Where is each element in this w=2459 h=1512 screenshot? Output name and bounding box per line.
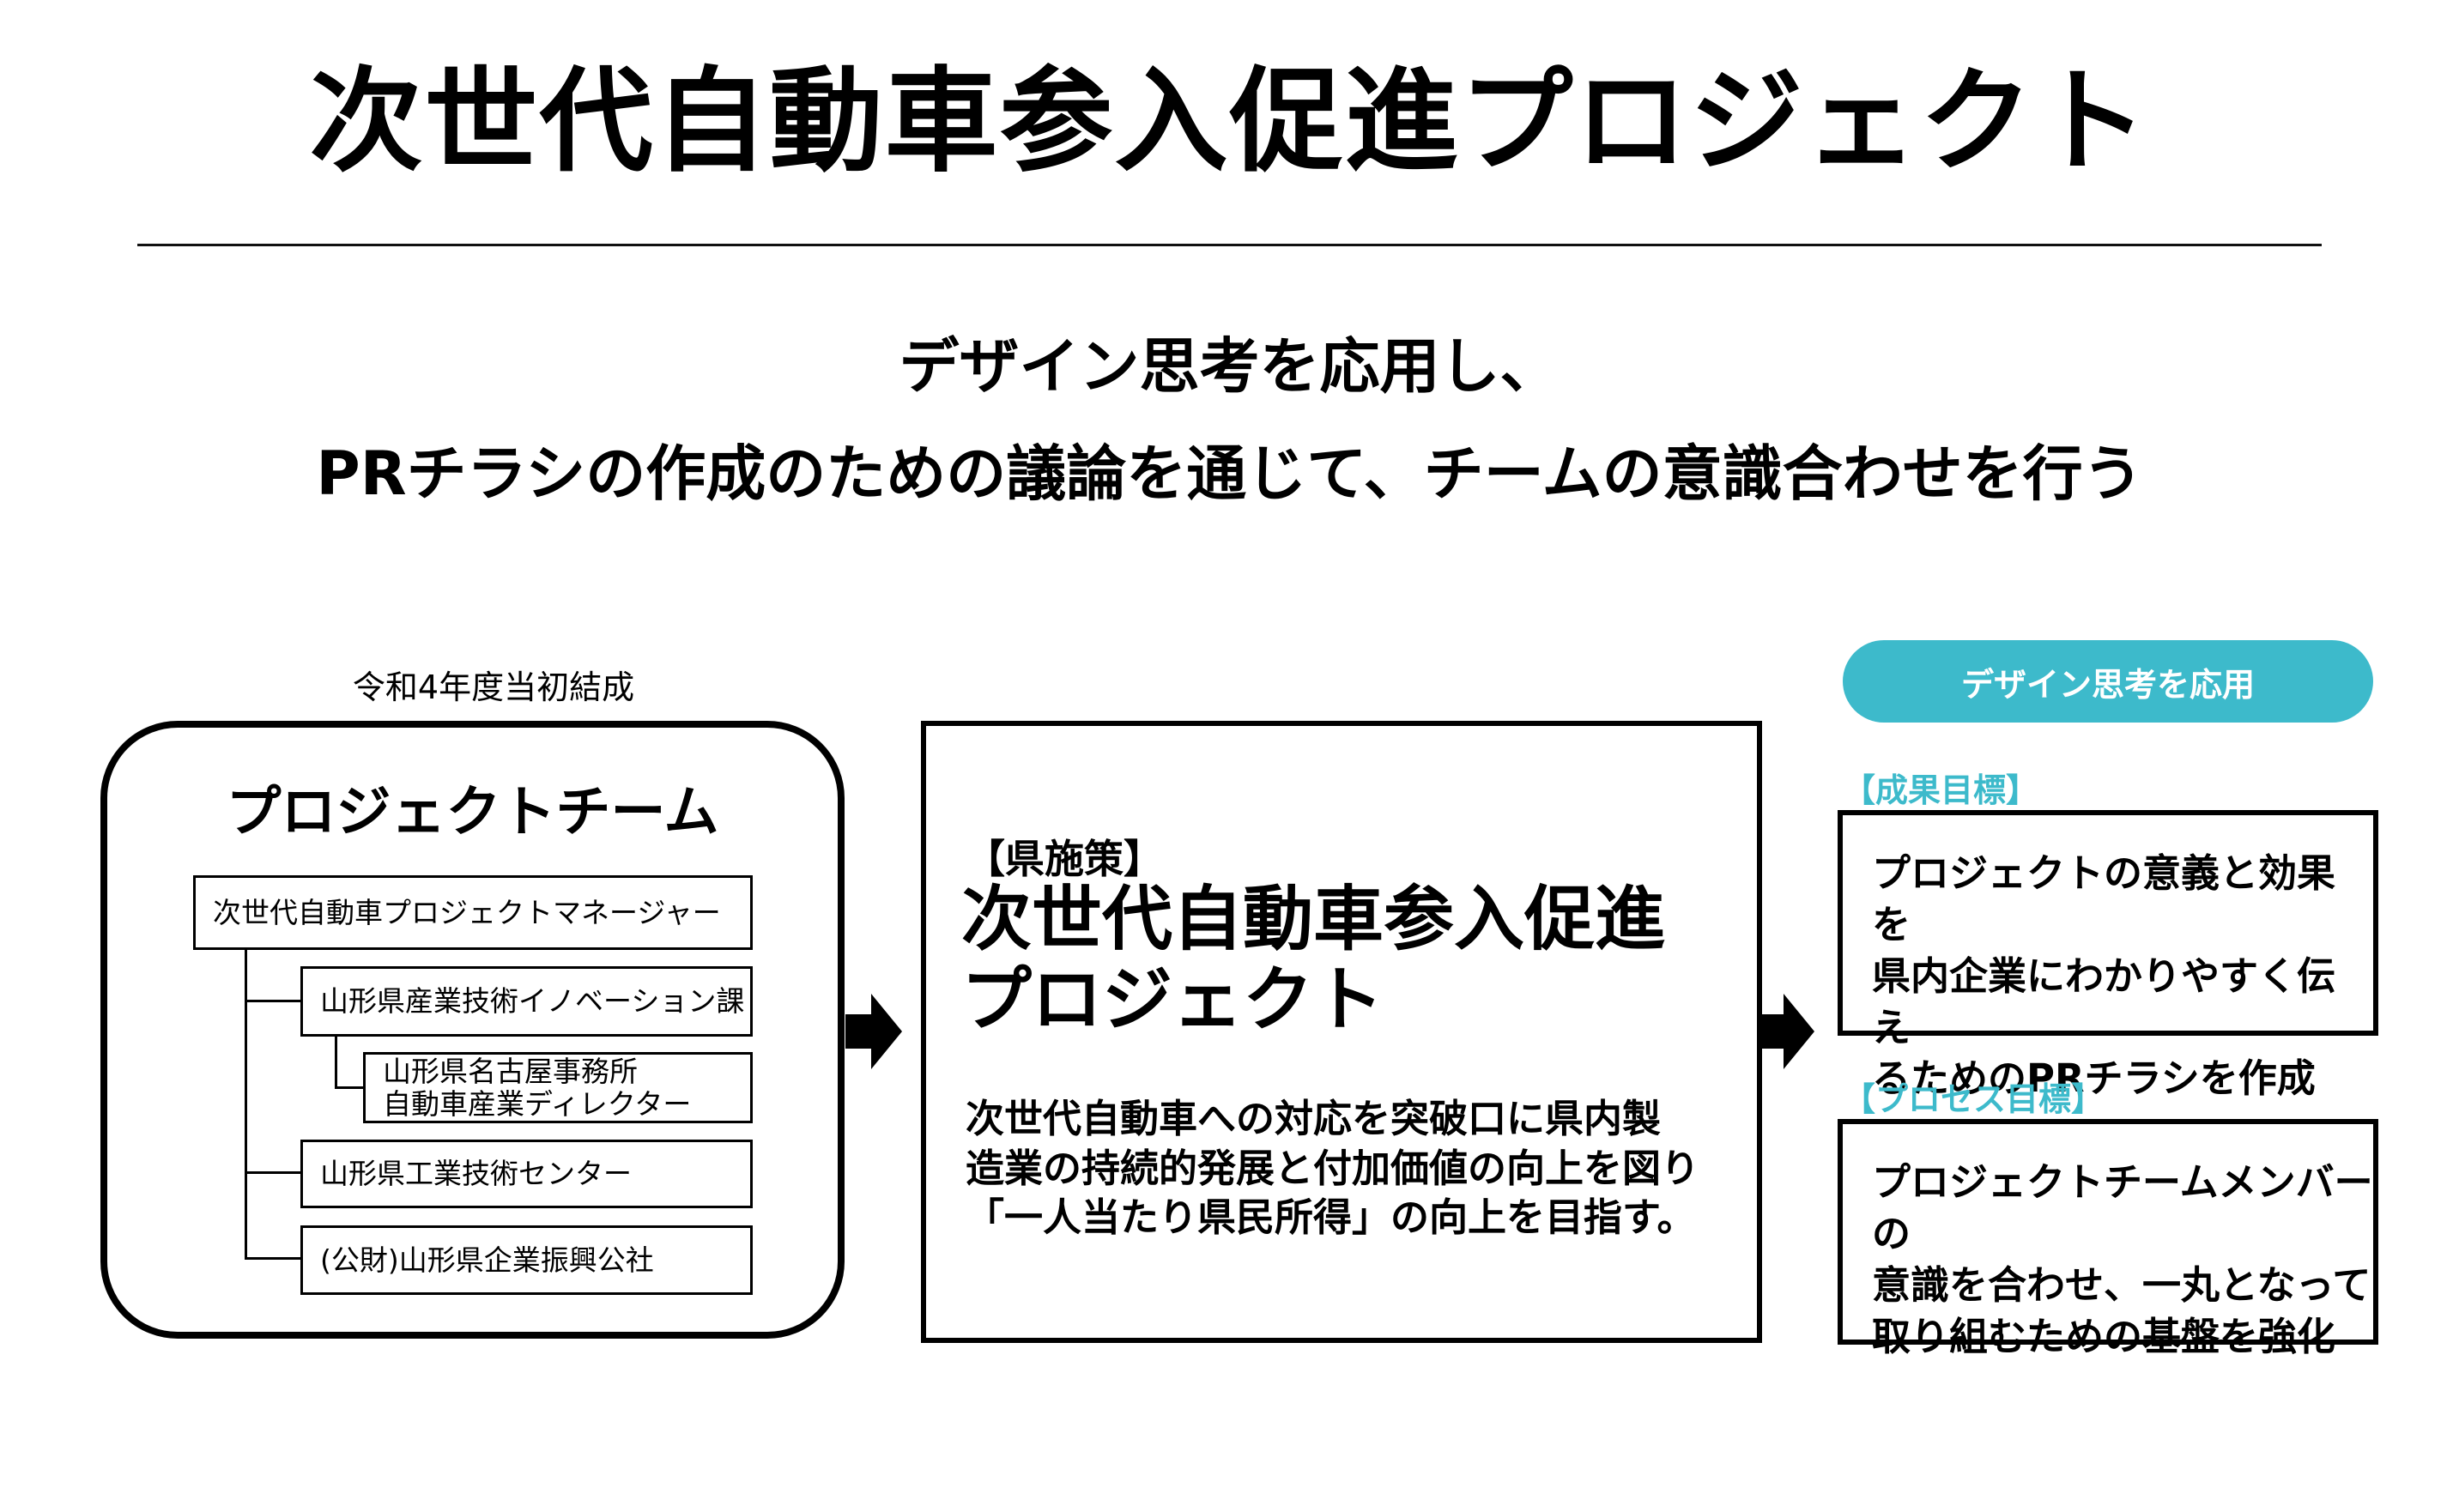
- outcome-goal-line: プロジェクトの意義と効果を: [1872, 850, 2336, 947]
- page-title: 次世代自動車参入促進プロジェクト: [309, 56, 2150, 188]
- policy-title-line: 次世代自動車参入促進: [961, 879, 1666, 960]
- process-goal-label: 【プロセス目標】: [1843, 1080, 2105, 1118]
- org-label: 山形県名古屋事務所: [383, 1054, 638, 1088]
- subtitle: デザイン思考を応用し、 PRチラシの作成のための議論を通じて、チームの意識合わせ…: [0, 313, 2459, 528]
- org-trunk-line: [245, 947, 247, 1258]
- org-box-center: 山形県工業技術センター: [300, 1140, 753, 1208]
- org-label: 次世代自動車プロジェクトマネージャー: [213, 895, 721, 929]
- outcome-goal-line: 県内企業にわかりやすく伝え: [1872, 953, 2336, 1050]
- org-sub-branch-line: [335, 1086, 363, 1089]
- policy-title-line: プロジェクト: [961, 959, 1384, 1042]
- right-arrow-icon: [845, 994, 902, 1069]
- policy-title: 次世代自動車参入促進 プロジェクト: [961, 879, 1734, 1042]
- org-label: 山形県工業技術センター: [320, 1157, 632, 1191]
- process-goal-line: 意識を合わせ、一丸となって: [1872, 1261, 2371, 1308]
- project-team-box: [100, 721, 845, 1339]
- policy-description: 次世代自動車への対応を突破口に県内製 造業の持続的発展と付加価値の向上を図り 「…: [966, 1094, 1738, 1243]
- org-label: 山形県産業技術イノベーション課: [320, 984, 745, 1019]
- pill-label: デザイン思考を応用: [1960, 665, 2255, 704]
- org-branch-line: [245, 1171, 300, 1174]
- policy-desc-line: 「一人当たり県民所得」の向上を目指す。: [966, 1194, 1696, 1241]
- org-box-nagoya: 山形県名古屋事務所 自動車産業ディレクター: [363, 1052, 753, 1123]
- policy-tag: 【県施策】: [966, 836, 1163, 882]
- process-goal-line: 取り組むための基盤を強化: [1872, 1313, 2336, 1359]
- outcome-goal-box: プロジェクトの意義と効果を 県内企業にわかりやすく伝え るためのPRチラシを作成: [1838, 810, 2378, 1101]
- org-branch-line: [245, 1257, 300, 1260]
- subtitle-line-1: デザイン思考を応用し、: [899, 331, 1560, 402]
- policy-box: [921, 721, 1762, 1343]
- subtitle-line-2: PRチラシの作成のための議論を通じて、チームの意識合わせを行う: [316, 438, 2143, 509]
- outcome-goal-line: るためのPRチラシを作成: [1872, 1055, 2316, 1102]
- org-box-innovation: 山形県産業技術イノベーション課: [300, 966, 753, 1037]
- org-label: 自動車産業ディレクター: [383, 1086, 692, 1121]
- process-goal-line: プロジェクトチームメンバーの: [1872, 1159, 2373, 1256]
- org-label: (公財)山形県企業振興公社: [320, 1243, 654, 1277]
- org-box-manager: 次世代自動車プロジェクトマネージャー: [193, 875, 753, 950]
- org-branch-line: [245, 1000, 300, 1002]
- right-arrow-icon: [1758, 994, 1814, 1069]
- project-team-title: プロジェクトチーム: [226, 781, 719, 844]
- org-sub-line: [335, 1035, 337, 1088]
- policy-desc-line: 造業の持続的発展と付加価値の向上を図り: [966, 1145, 1700, 1191]
- policy-desc-line: 次世代自動車への対応を突破口に県内製: [966, 1096, 1662, 1141]
- org-box-corp: (公財)山形県企業振興公社: [300, 1225, 753, 1295]
- title-divider: [137, 244, 2322, 246]
- design-thinking-pill: デザイン思考を応用: [1843, 640, 2373, 723]
- team-caption: 令和4年度当初結成: [352, 668, 635, 706]
- process-goal-box: プロジェクトチームメンバーの 意識を合わせ、一丸となって 取り組むための基盤を強…: [1838, 1119, 2378, 1359]
- outcome-goal-label: 【成果目標】: [1843, 771, 2039, 809]
